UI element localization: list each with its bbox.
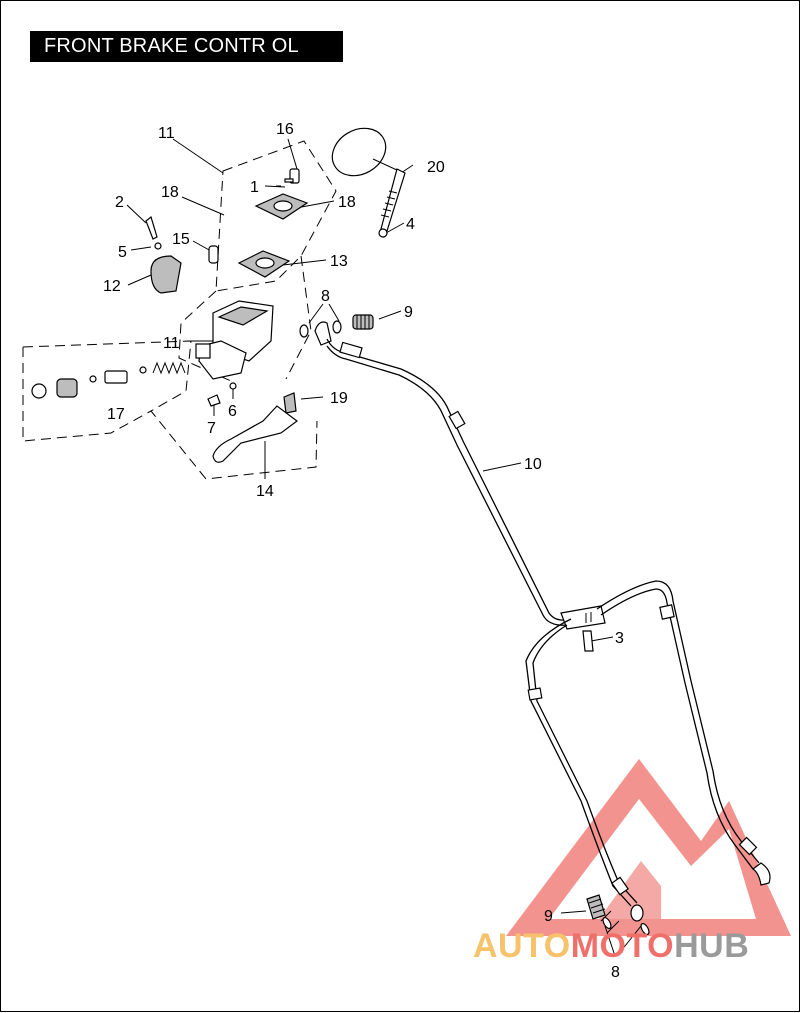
banjo-fitting-bottom [586, 894, 650, 936]
assembly-outlines [22, 140, 337, 480]
mirror-part [331, 127, 406, 238]
watermark-word-auto: AUTO [473, 927, 571, 965]
watermark-text: AUTOMOTOHUB [473, 927, 749, 966]
callout-8-bottom: 8 [611, 964, 620, 981]
callout-16: 16 [276, 121, 294, 138]
callout-20: 20 [427, 159, 445, 176]
callout-9-top: 9 [404, 304, 413, 321]
callout-10: 10 [524, 456, 542, 473]
callout-17: 17 [107, 406, 125, 423]
brake-hose [326, 338, 771, 922]
callout-1: 1 [250, 179, 259, 196]
leader-lines [126, 138, 642, 957]
callout-labels: 11 16 20 1 18 18 2 4 15 5 13 12 8 9 11 1… [103, 121, 624, 981]
callout-19: 19 [330, 390, 348, 407]
callout-5: 5 [118, 244, 127, 261]
callout-7: 7 [207, 420, 216, 437]
callout-18-left: 18 [161, 184, 179, 201]
callout-14: 14 [256, 483, 274, 500]
callout-2: 2 [115, 194, 124, 211]
callout-18-right: 18 [338, 194, 356, 211]
watermark-word-hub: HUB [674, 927, 750, 965]
callout-9-bottom: 9 [544, 908, 553, 925]
callout-15: 15 [172, 231, 190, 248]
watermark-word-moto: MOTO [570, 927, 675, 965]
piston-kit [31, 361, 186, 399]
callout-4: 4 [406, 216, 415, 233]
callout-3: 3 [615, 630, 624, 647]
callout-13: 13 [330, 253, 348, 270]
callout-8-top: 8 [321, 288, 330, 305]
lever-parts [207, 382, 298, 463]
callout-11-mid: 11 [163, 335, 180, 352]
watermark-logo [506, 759, 791, 936]
callout-12: 12 [103, 278, 121, 295]
diagram-title: FRONT BRAKE CONTR OL [30, 31, 343, 62]
master-cylinder [195, 300, 274, 380]
banjo-fitting-top [299, 314, 374, 346]
callout-6: 6 [228, 403, 237, 420]
clamp-parts [145, 215, 182, 294]
callout-11-top: 11 [158, 125, 175, 142]
reservoir-cover-parts [208, 168, 309, 278]
